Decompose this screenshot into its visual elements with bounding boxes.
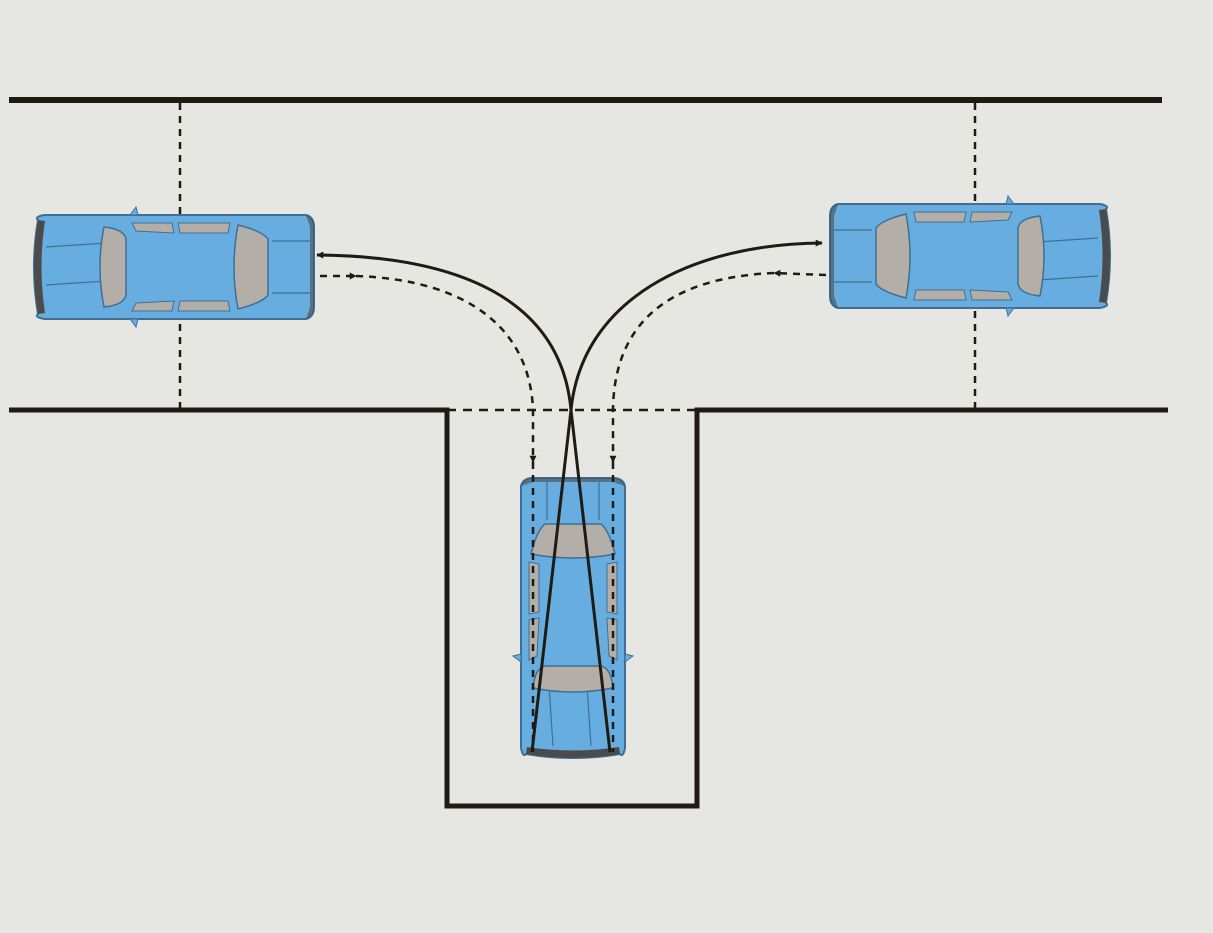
maneuver-paths	[316, 239, 827, 753]
path-right-dashed-arrow	[773, 269, 827, 277]
path-left-solid	[316, 251, 612, 753]
road-bottom-edge-with-bay	[9, 407, 1168, 809]
path-right-solid	[530, 239, 823, 753]
path-left-dashed	[355, 274, 537, 463]
car-bay	[512, 477, 634, 759]
car-right	[829, 195, 1111, 317]
path-right-dashed	[609, 271, 775, 463]
road	[9, 97, 1168, 809]
car-left	[33, 206, 315, 328]
